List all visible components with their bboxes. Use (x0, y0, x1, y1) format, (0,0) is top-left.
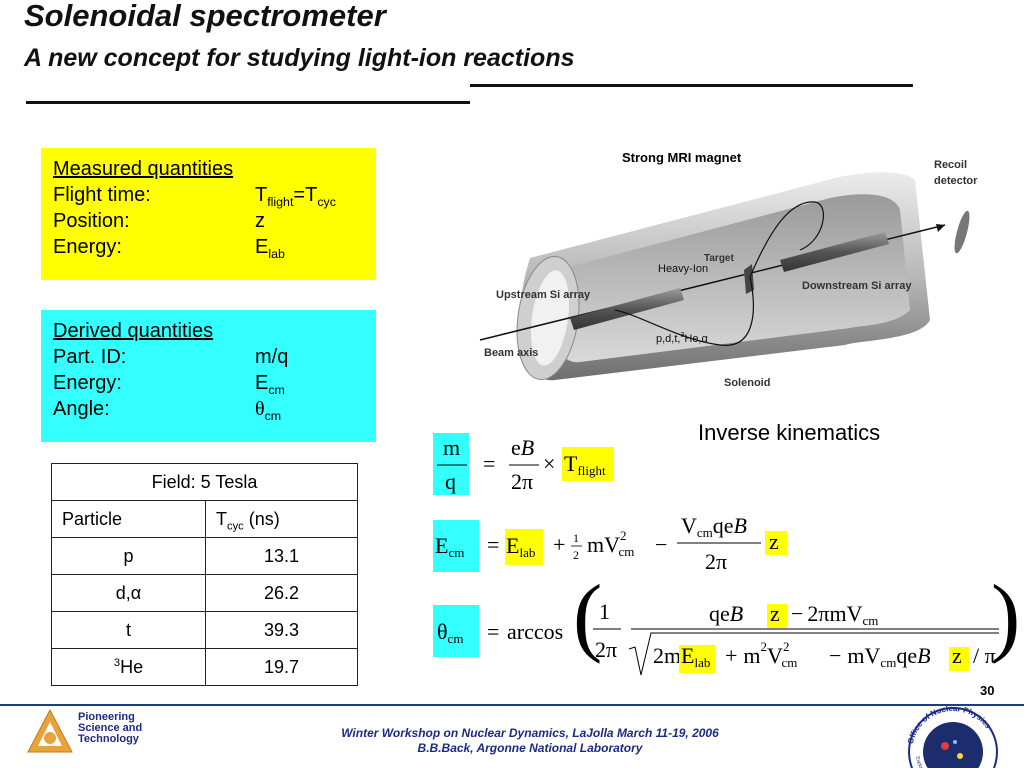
equation-cm-angle: θcm = arccos ( 1 2π qeB z −2πmVcm 2m Ela… (433, 568, 1020, 676)
magnet-label: Strong MRI magnet (622, 150, 742, 165)
svg-text:+: + (553, 532, 565, 557)
svg-text:=: = (483, 451, 495, 476)
upstream-si-array (570, 288, 684, 330)
svg-text:2π: 2π (595, 637, 617, 662)
svg-text:2m: 2m (653, 643, 681, 668)
table-column-row: Particle Tcyc (ns) (51, 500, 358, 538)
svg-text:Ecm: Ecm (435, 533, 464, 560)
svg-text:eB: eB (511, 435, 534, 460)
svg-text:z: z (769, 529, 779, 554)
measured-heading: Measured quantities (53, 158, 234, 180)
svg-text:2π: 2π (705, 549, 727, 574)
light-particle-trajectory (614, 276, 754, 346)
inverse-kinematics-label: Inverse kinematics (698, 420, 881, 445)
derived-row-id: Part. ID: m/q (53, 346, 289, 368)
svg-text:2π: 2π (511, 469, 533, 494)
svg-text:z: z (770, 601, 780, 626)
footer-line-2: B.B.Back, Argonne National Laboratory (417, 741, 643, 755)
title-rule-right (470, 84, 913, 87)
derived-row-angle: Angle: θcm (53, 398, 282, 423)
particles-label: p,d,t,3He,α (656, 332, 708, 345)
footer-text: Winter Workshop on Nuclear Dynamics, LaJ… (250, 726, 810, 756)
title-rule-left (26, 101, 470, 104)
svg-text:VcmqeB: VcmqeB (681, 513, 747, 540)
svg-text:Elab: Elab (681, 643, 710, 670)
svg-text:1: 1 (599, 599, 610, 624)
footer-line-1: Winter Workshop on Nuclear Dynamics, LaJ… (341, 726, 719, 740)
measured-row-energy: Energy: Elab (53, 236, 285, 261)
target-label: Target (704, 253, 734, 264)
page-title: Solenoidal spectrometer (24, 0, 386, 33)
derived-row-energy: Energy: Ecm (53, 372, 285, 397)
solenoid-label: Solenoid (724, 377, 770, 389)
svg-text:2: 2 (573, 548, 579, 562)
measured-row-position: Position: z (53, 210, 265, 232)
svg-text:q: q (445, 469, 456, 494)
svg-text:arccos: arccos (507, 619, 563, 644)
table-row: 3He 19.7 (51, 648, 358, 686)
page-subtitle: A new concept for studying light-ion rea… (24, 44, 575, 72)
table-row: p 13.1 (51, 537, 358, 575)
svg-text:): ) (991, 568, 1020, 665)
argonne-tagline: Pioneering Science and Technology (78, 711, 143, 745)
table-row: t 39.3 (51, 611, 358, 649)
measured-row-flight: Flight time: Tflight=Tcyc (53, 184, 336, 209)
spectrometer-diagram: Strong MRI magnet Recoil detector Target… (479, 150, 978, 389)
kinematics-equations: m q = eB 2π × Tflight Ecm = Elab + 1 2 m… (433, 433, 1020, 676)
office-of-nuclear-physics-seal-icon: Office of Nuclear Physics Exploring Nucl… (906, 706, 998, 768)
measured-quantities-box: Measured quantities Flight time: Tflight… (41, 148, 376, 280)
recoil-detector (954, 210, 970, 254)
argonne-logo-icon (27, 708, 73, 753)
heavy-ion-trajectory (749, 201, 824, 278)
svg-text:m: m (443, 435, 460, 460)
svg-text:Tflight: Tflight (564, 451, 606, 478)
svg-text:Elab: Elab (506, 533, 535, 560)
page-number: 30 (980, 683, 995, 698)
footer-rule (0, 704, 1024, 706)
table-row: d,α 26.2 (51, 574, 358, 612)
beam-axis-label: Beam axis (484, 347, 538, 359)
svg-text:z: z (952, 643, 962, 668)
svg-text:−: − (655, 532, 667, 557)
derived-heading: Derived quantities (53, 320, 214, 342)
svg-text:1: 1 (573, 531, 579, 545)
svg-text:/ π: / π (973, 643, 996, 668)
equation-mass-charge: m q = eB 2π × Tflight (433, 433, 614, 495)
recoil-label-1: Recoil (934, 159, 967, 171)
recoil-label-2: detector (934, 175, 978, 187)
svg-text:×: × (543, 451, 555, 476)
svg-text:θcm: θcm (437, 619, 463, 646)
svg-text:qeB: qeB (709, 601, 743, 626)
downstream-label: Downstream Si array (802, 280, 912, 292)
table-header-row: Field: 5 Tesla (51, 463, 358, 501)
derived-quantities-box: Derived quantities Part. ID: m/q Energy:… (41, 310, 376, 442)
upstream-label: Upstream Si array (496, 289, 591, 301)
downstream-si-array (780, 232, 889, 272)
svg-text:−2πmVcm: −2πmVcm (791, 601, 878, 628)
svg-text:=: = (487, 532, 499, 557)
cyclotron-period-table: Field: 5 Tesla Particle Tcyc (ns) p 13.1… (51, 463, 358, 686)
svg-text:(: ( (573, 568, 602, 665)
svg-text:−mVcmqeB: −mVcmqeB (829, 643, 931, 670)
svg-text:=: = (487, 619, 499, 644)
heavy-ion-label: Heavy-Ion (658, 263, 708, 275)
